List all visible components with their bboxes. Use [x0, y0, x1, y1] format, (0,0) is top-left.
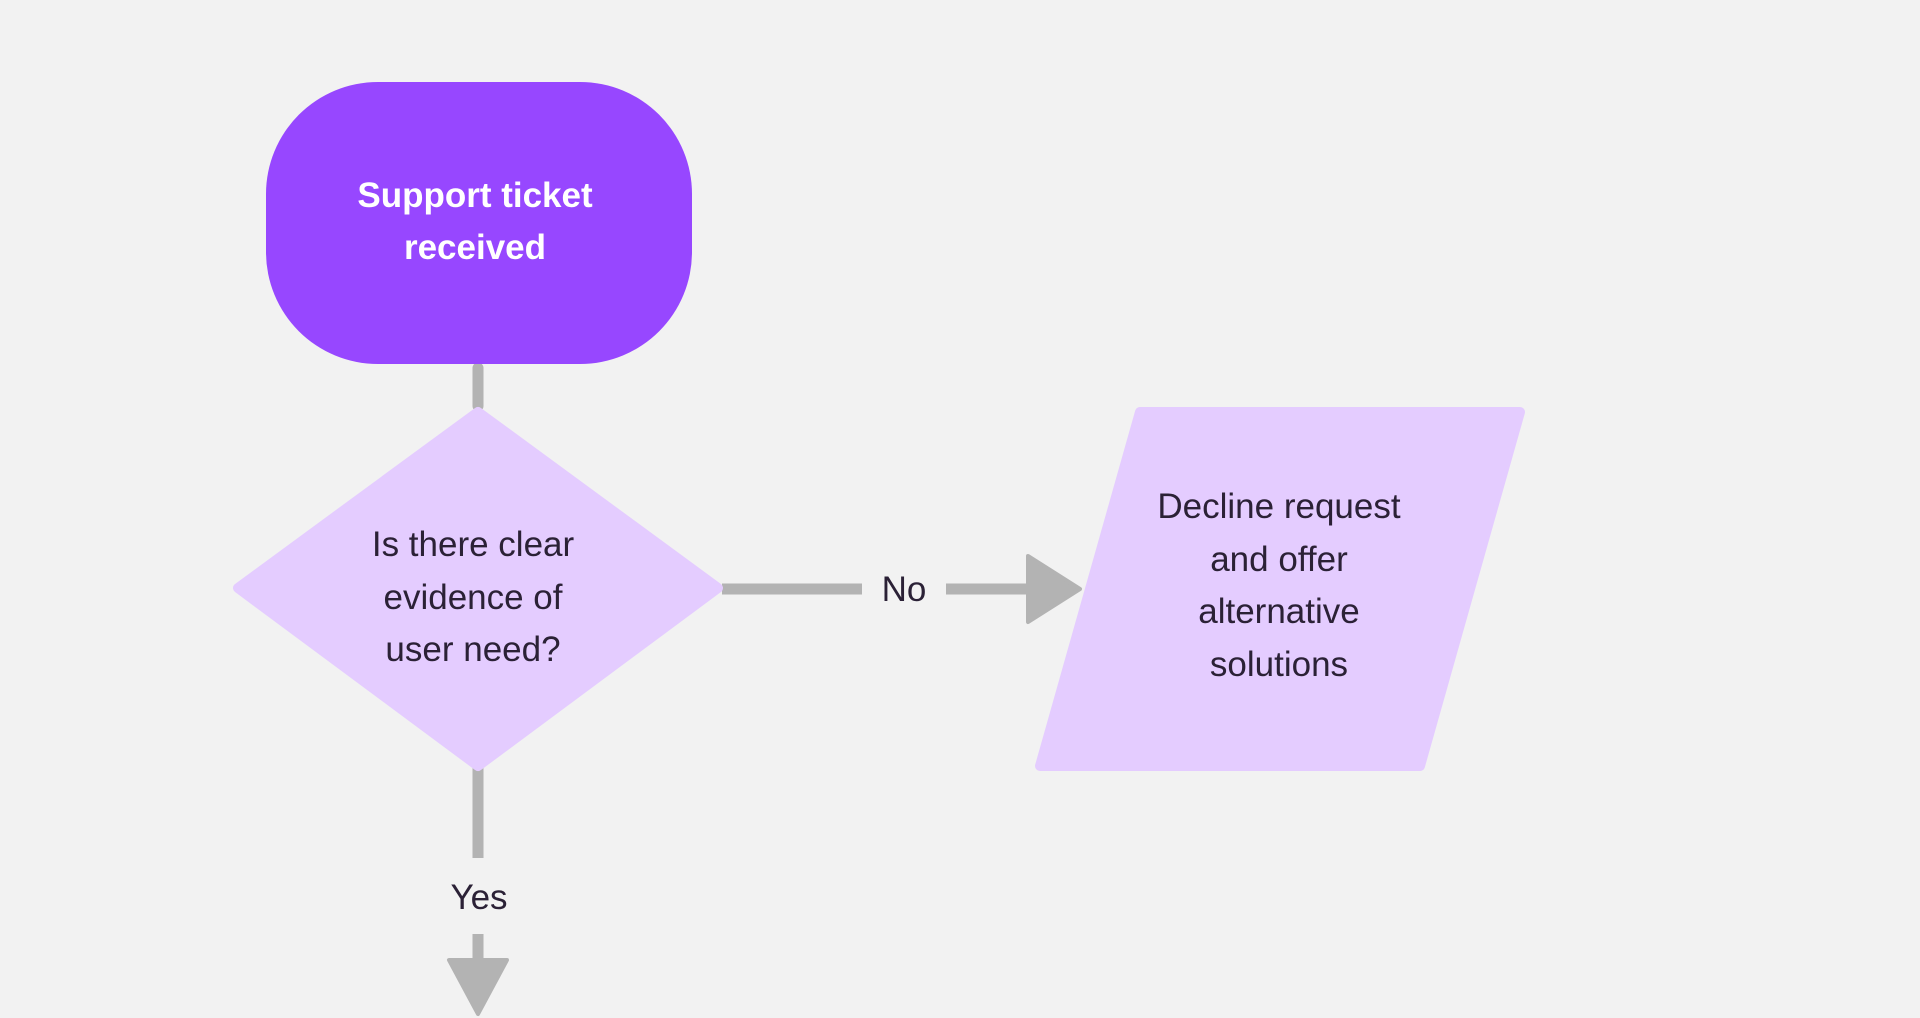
decline-node-text: Decline request and offer alternative so… [1092, 476, 1466, 696]
decision-node-text: Is there clear evidence of user need? [300, 498, 646, 698]
decline-node-line-3: alternative [1198, 592, 1360, 631]
start-node-text: Support ticket received [266, 120, 684, 324]
start-node-line-1: Support ticket [357, 175, 593, 215]
decision-node-line-1: Is there clear [371, 525, 575, 565]
decision-node-line-2: evidence of [383, 577, 563, 617]
edge-label-no: No [881, 570, 927, 609]
decline-node-line-4: solutions [1209, 644, 1349, 684]
decline-node-line-1: Decline request [1157, 487, 1401, 526]
decision-node-line-3: user need? [385, 630, 561, 670]
start-node-line-2: received [403, 228, 547, 267]
arrowhead-no [1026, 554, 1082, 624]
start-terminator-shape[interactable] [266, 82, 692, 364]
decline-parallelogram-shape[interactable] [1035, 407, 1525, 771]
decision-diamond-shape[interactable] [233, 407, 723, 771]
edge-label-yes: Yes [450, 878, 508, 917]
arrowhead-yes [447, 958, 509, 1016]
decline-node-line-2: and offer [1210, 539, 1348, 579]
